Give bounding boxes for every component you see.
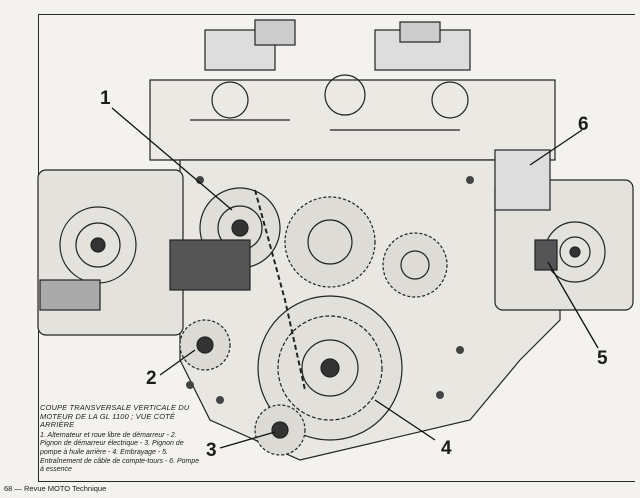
- callout-3: 3: [206, 440, 217, 461]
- callout-2: 2: [146, 368, 157, 389]
- carburettor-assembly: [149, 19, 556, 161]
- drive-chain: [254, 189, 306, 391]
- left-cylinder-head: [37, 169, 184, 336]
- callout-1: 1: [100, 88, 111, 109]
- callout-6: 6: [578, 114, 589, 135]
- callout-5: 5: [597, 348, 608, 369]
- caption-title: COUPE TRANSVERSALE VERTICALE DU MOTEUR D…: [40, 403, 190, 430]
- page-footer: 68 — Revue MOTO Technique: [4, 484, 107, 493]
- primary-gear: [284, 196, 376, 288]
- clutch: [257, 295, 403, 441]
- caption-text: 1. Alternateur et roue libre de démarreu…: [40, 431, 200, 474]
- right-cylinder-head: [494, 179, 634, 311]
- callout-4: 4: [441, 438, 452, 459]
- leader-lines: [111, 107, 599, 449]
- fuel-pump: [494, 149, 551, 211]
- bolts: [186, 176, 474, 404]
- figure-caption: COUPE TRANSVERSALE VERTICALE DU MOTEUR D…: [40, 403, 200, 475]
- output-gear: [382, 232, 448, 298]
- starter-housing: [169, 239, 251, 291]
